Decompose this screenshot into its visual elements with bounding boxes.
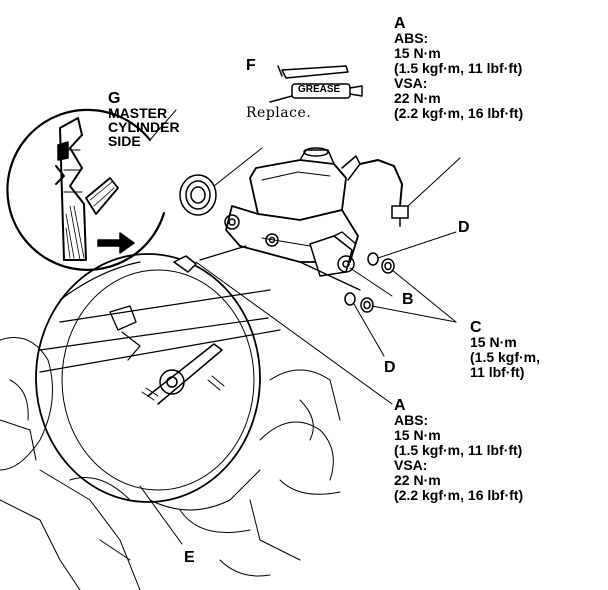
abs-torque-nm: 15 N·m xyxy=(394,427,441,443)
engine-bay-background xyxy=(0,337,341,590)
grease-label: GREASE xyxy=(298,84,341,95)
vsa-torque-nm: 22 N·m xyxy=(394,472,441,488)
callout-letter: F xyxy=(246,57,256,74)
vsa-torque-nm: 22 N·m xyxy=(394,90,441,106)
abs-label: ABS: xyxy=(394,412,429,428)
direction-arrow-icon xyxy=(97,232,135,254)
brake-booster xyxy=(35,253,281,503)
mounting-nuts xyxy=(344,252,395,313)
callout-letter: C xyxy=(470,319,482,336)
abs-torque-alt: (1.5 kgf·m, 11 lbf·ft) xyxy=(394,442,523,458)
piston-seal-ring xyxy=(179,147,263,216)
callout-c: C 15 N·m (1.5 kgf·m, 11 lbf·ft) xyxy=(470,320,540,380)
callout-a-top: A ABS: 15 N·m (1.5 kgf·m, 11 lbf·ft) VSA… xyxy=(394,16,523,121)
vsa-label: VSA: xyxy=(394,75,428,91)
callout-f: F xyxy=(246,57,256,74)
replace-text: Replace. xyxy=(246,105,312,121)
g-line-3: SIDE xyxy=(108,133,141,149)
vsa-label: VSA: xyxy=(394,457,428,473)
master-cylinder-assembly xyxy=(199,147,409,291)
abs-label: ABS: xyxy=(394,30,429,46)
c-torque-alt-2: 11 lbf·ft) xyxy=(470,364,525,380)
grease-gun-icon xyxy=(269,65,363,103)
g-line-2: CYLINDER xyxy=(108,119,180,135)
abs-torque-alt: (1.5 kgf·m, 11 lbf·ft) xyxy=(394,60,523,76)
callout-g: G MASTER CYLINDER SIDE xyxy=(108,90,180,149)
detail-g-inset xyxy=(6,108,177,271)
callout-letter: A xyxy=(394,397,406,414)
c-torque-alt-1: (1.5 kgf·m, xyxy=(470,349,541,365)
callout-d-lower: D xyxy=(384,359,396,376)
callout-letter: G xyxy=(108,90,121,107)
c-torque-nm: 15 N·m xyxy=(470,334,517,350)
vsa-torque-alt: (2.2 kgf·m, 16 lbf·ft) xyxy=(394,487,524,503)
callout-e: E xyxy=(184,549,195,566)
callout-a-bottom: A ABS: 15 N·m (1.5 kgf·m, 11 lbf·ft) VSA… xyxy=(394,398,523,503)
abs-torque-nm: 15 N·m xyxy=(394,45,441,61)
leader-lines xyxy=(139,157,461,545)
g-line-1: MASTER xyxy=(108,105,168,121)
seal-cross-section xyxy=(55,117,119,261)
callout-letter: A xyxy=(394,15,406,32)
callout-d-upper: D xyxy=(458,219,470,236)
callout-b: B xyxy=(402,291,414,308)
vsa-torque-alt: (2.2 kgf·m, 16 lbf·ft) xyxy=(394,105,524,121)
